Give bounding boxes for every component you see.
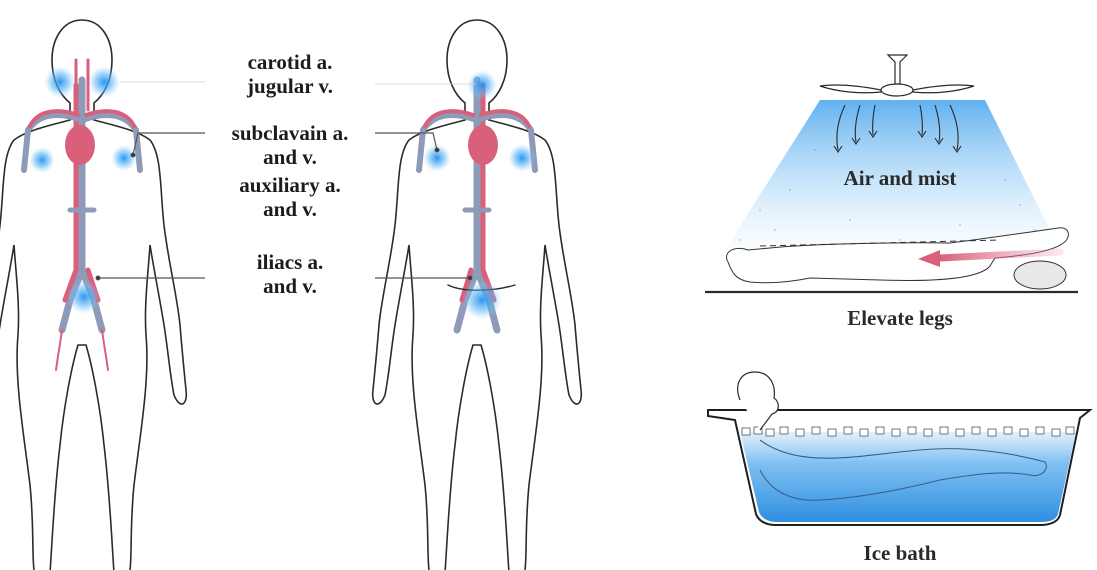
label-iliacs-and: and v. xyxy=(205,274,375,298)
caption-ice-bath: Ice bath xyxy=(800,541,1000,566)
label-iliacs: iliacs a. xyxy=(205,250,375,274)
ice-bath-scene xyxy=(708,372,1090,525)
label-axillary: auxiliary a. xyxy=(205,173,375,197)
fan-icon xyxy=(820,55,974,96)
label-subclavian: subclavain a. xyxy=(205,121,375,145)
label-carotid: carotid a. xyxy=(205,50,375,74)
water xyxy=(740,432,1076,522)
label-axillary-and: and v. xyxy=(205,197,375,221)
heart-middle xyxy=(468,125,498,165)
label-jugular: jugular v. xyxy=(205,74,375,98)
caption-air-and-mist: Air and mist xyxy=(800,166,1000,191)
heart-left xyxy=(65,125,95,165)
caption-elevate-legs: Elevate legs xyxy=(790,306,1010,331)
label-subclavian-and: and v. xyxy=(205,145,375,169)
